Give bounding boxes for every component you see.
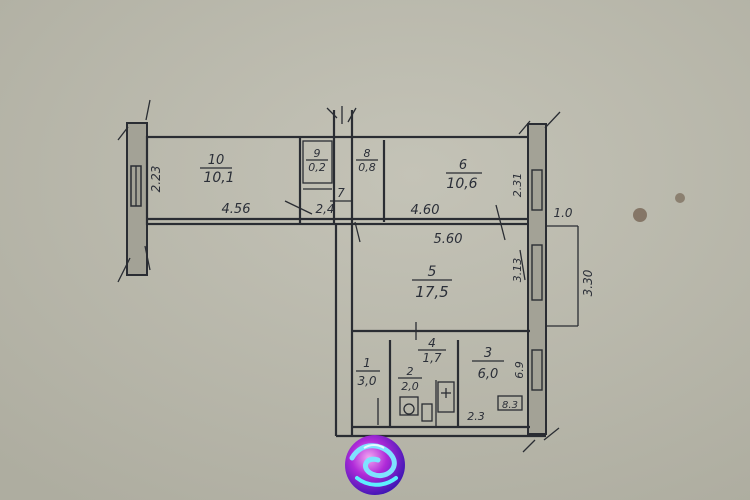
svg-text:0,2: 0,2	[308, 161, 326, 174]
room-9-label: 9 0,2	[306, 147, 328, 174]
room-5-label: 5 17,5	[412, 264, 452, 301]
svg-text:3: 3	[484, 346, 492, 361]
svg-text:3,0: 3,0	[357, 374, 376, 388]
room-4-label: 4 1,7	[418, 336, 446, 365]
room-1-label: 1 3,0	[356, 356, 380, 388]
dim-3-30: 3.30	[581, 269, 595, 296]
svg-text:6: 6	[459, 158, 467, 173]
svg-text:2,0: 2,0	[401, 380, 419, 393]
room-8-label: 8 0,8	[356, 147, 378, 174]
svg-text:1,7: 1,7	[422, 351, 441, 365]
svg-text:4: 4	[428, 336, 436, 350]
svg-text:10,6: 10,6	[446, 176, 477, 192]
svg-text:5: 5	[428, 264, 437, 280]
dim-4-60: 4.60	[411, 203, 440, 218]
svg-text:6,0: 6,0	[478, 367, 499, 382]
dim-2-31: 2.31	[511, 173, 524, 198]
dim-6-9: 6.9	[513, 361, 526, 379]
dim-8-3: 8.3	[502, 400, 518, 411]
stain	[633, 208, 647, 222]
dim-2-23: 2.23	[149, 166, 163, 193]
svg-text:10,1: 10,1	[203, 170, 234, 186]
dim-4-56: 4.56	[222, 202, 251, 217]
marbled-sphere-icon	[345, 435, 405, 495]
dim-3-13: 3.13	[511, 258, 524, 283]
svg-text:17,5: 17,5	[415, 283, 448, 301]
room-6-label: 6 10,6	[446, 158, 482, 192]
svg-text:7: 7	[337, 186, 345, 200]
svg-text:10: 10	[208, 153, 225, 168]
room-10-label: 10 10,1	[200, 153, 235, 186]
stain	[675, 193, 685, 203]
svg-text:2: 2	[407, 365, 414, 378]
upper-block-walls	[145, 106, 539, 226]
svg-text:1: 1	[363, 356, 371, 370]
svg-text:0,8: 0,8	[358, 161, 376, 174]
right-wall	[518, 111, 561, 453]
dimension-3-30	[546, 225, 579, 327]
room-3-label: 3 6,0	[472, 346, 504, 382]
svg-text:2,4: 2,4	[315, 202, 334, 216]
dim-5-60: 5.60	[434, 232, 463, 247]
svg-text:8: 8	[364, 147, 371, 160]
dimension-ticks	[284, 200, 526, 281]
dim-1-0: 1.0	[553, 206, 572, 220]
room-2-label: 2 2,0	[398, 365, 422, 393]
svg-text:9: 9	[314, 147, 321, 160]
dim-2-3: 2.3	[467, 410, 485, 423]
room-7-label: 7 2,4	[315, 186, 352, 216]
